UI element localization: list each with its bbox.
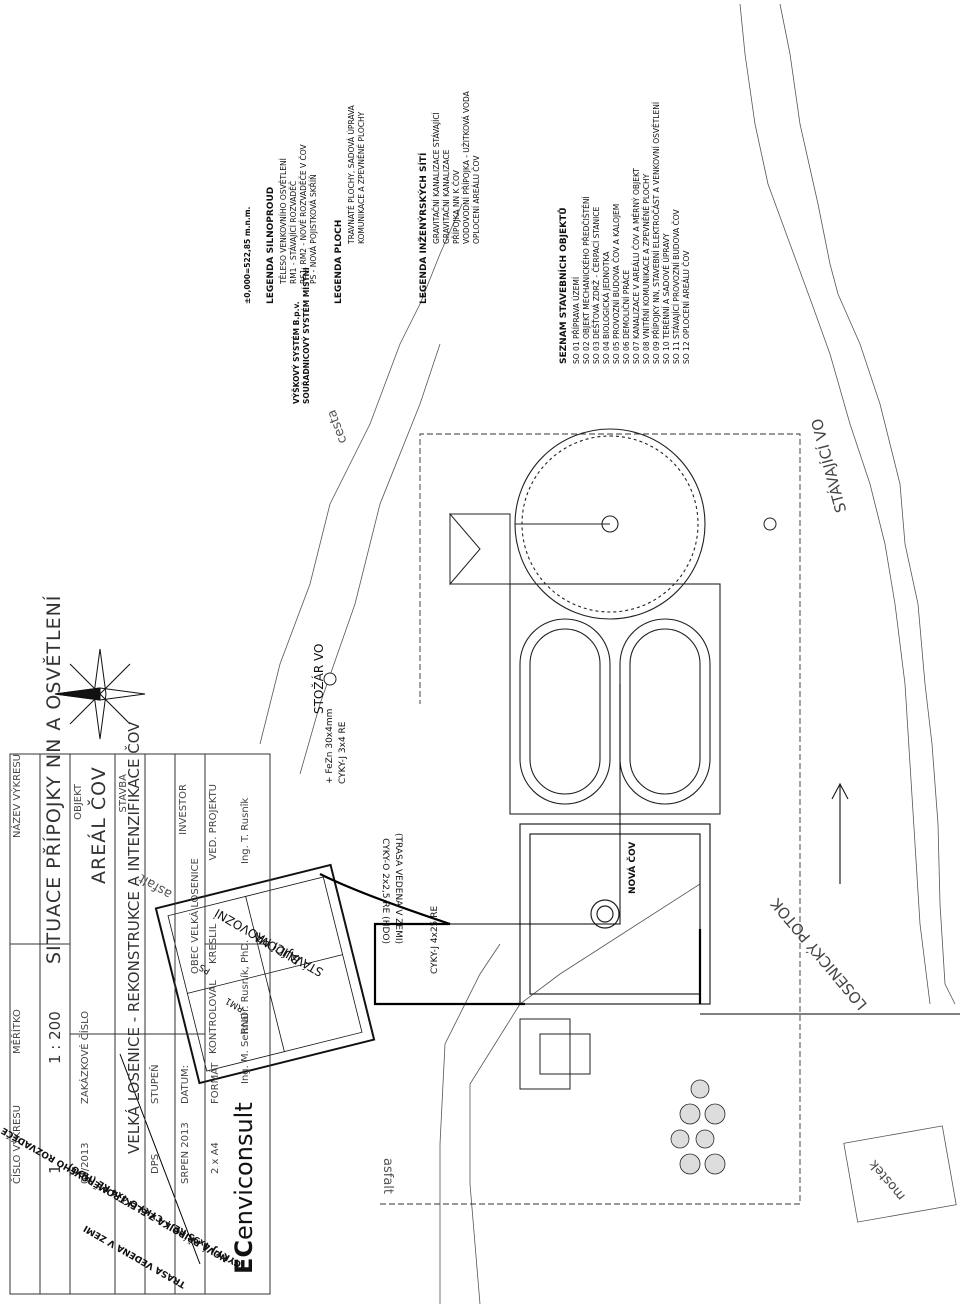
areas-heading: LEGENDA PLOCH <box>334 219 344 304</box>
investor-label: INVESTOR <box>178 784 189 835</box>
stozar-vo-label: STOŽÁR VO <box>312 643 326 714</box>
object-item: SO 08 VNITŘNÍ KOMUNIKACE A ZPEVNĚNÉ PLOC… <box>642 173 651 364</box>
area-item: TRAVNATÉ PLOCHY, SADOVÁ ÚPRAVA <box>347 105 356 244</box>
network-item: GRAVITAČNÍ KANALIZACE <box>442 149 451 244</box>
object-item: SO 06 DEMOLIČNÍ PRÁCE <box>622 269 631 364</box>
cable-label-2: (TRASA VEDENA V ZEMI) <box>393 833 403 944</box>
areas-legend: LEGENDA PLOCH TRAVNATÉ PLOCHY, SADOVÁ ÚP… <box>330 4 367 304</box>
stupen-value: DPS <box>150 1153 161 1174</box>
kreslil-label: KRESLIL <box>208 923 219 964</box>
datum-value: SRPEN 2013 <box>180 1122 191 1184</box>
datum-note: ±0,000=522,85 m.n.m. <box>243 206 252 304</box>
cable-vo-1: CYKY-J 3x4 RE <box>338 721 348 784</box>
objects-heading: SEZNAM STAVEBNÍCH OBJEKTŮ <box>559 207 569 364</box>
object-item: SO 12 OPLOCENÍ AREÁLU ČOV <box>682 250 691 364</box>
title-block-grid <box>9 753 271 1295</box>
object-item: SO 11 STÁVAJÍCÍ PROVOZNÍ BUDOVA ČOV <box>672 209 681 364</box>
vedouci-value: Ing. T. Rusnîk <box>240 797 251 864</box>
format-label: FORMÁT <box>210 1062 221 1104</box>
network-item: GRAVITAČNÍ KANALIZACE STÁVAJÍCÍ <box>432 112 441 244</box>
nazev-label: NÁZEV VÝKRESU <box>12 754 23 838</box>
object-item: SO 05 PROVOZNÍ BUDOVA ČOV A KALOJEM <box>612 203 621 364</box>
object-item: SO 02 OBJEKT MECHANICKÉHO PŘEDČIŠTĚNÍ <box>582 196 591 364</box>
networks-legend: LEGENDA INŽENÝRSKÝCH SÍTÍ GRAVITAČNÍ KAN… <box>415 4 482 304</box>
drawing-title: SITUACE PŘÍPOJKY NN A OSVĚTLENÍ <box>43 594 65 964</box>
object-item: SO 04 BIOLOGICKÁ JEDNOTKA <box>602 251 611 364</box>
object-item: SO 10 TERÉNNÍ A SADOVÉ ÚPRAVY <box>662 233 671 364</box>
meritko-value: 1 : 200 <box>46 1011 64 1064</box>
power-item: RS1, RM2 - NOVÉ ROZVADĚČE V ČOV <box>299 144 308 284</box>
cable-label-1: CYKY-O 2x2,5 RE (HDO) <box>380 838 390 944</box>
object-item: SO 01 PŘÍPRAVA ÚZEMÍ <box>572 276 581 364</box>
format-value: 2 x A4 <box>210 1142 221 1174</box>
object-item: SO 09 PŘÍPOJKY NN, STAVEBNÍ ELEKTROČÁST … <box>652 101 661 364</box>
zakazka-label: ZAKÁZKOVÉ ČÍSLO <box>80 1010 91 1104</box>
object-item: SO 07 KANALIZACE V AREÁLU ČOV A MĚRNÝ OB… <box>632 168 641 364</box>
elevation-note: VÝŠKOVÝ SYSTÉM B.p.v. SOUŘADNICOVÝ SYSTÉ… <box>292 267 312 404</box>
coord-system: SOUŘADNICOVÝ SYSTÉM MÍSTNÍ <box>302 267 311 404</box>
nova-cov-label: NOVÁ ČOV <box>628 841 638 894</box>
power-heading: LEGENDA SILNOPROUD <box>266 186 276 304</box>
cable-label-3: CYKY-J 4x25 RE <box>430 905 440 974</box>
company-logo: ECenviconsult <box>230 1102 258 1274</box>
network-item: OPLOCENÍ AREÁLU ČOV <box>472 155 481 244</box>
asfalt-label-2: asfalt <box>380 1158 395 1194</box>
objects-legend: SEZNAM STAVEBNÍCH OBJEKTŮ SO 01 PŘÍPRAVA… <box>555 14 692 364</box>
vedouci-label: VED. PROJEKTU <box>208 784 219 861</box>
network-item: VODOVODNÍ PŘÍPOJKA - UŽITKOVÁ VODA <box>462 91 471 244</box>
power-item: TĚLESO VENKOVNÍHO OSVĚTLENÍ <box>279 158 288 284</box>
power-item: RM1 - STÁVAJÍCÍ ROZVADĚČ <box>289 180 298 284</box>
power-legend: LEGENDA SILNOPROUD TĚLESO VENKOVNÍHO OSV… <box>262 4 319 304</box>
meritko-label: MĚŘÍTKO <box>12 1009 23 1054</box>
objekt-value: AREÁL ČOV <box>88 766 110 884</box>
network-item: PŘÍPOJKA NN K ČOV <box>452 170 461 244</box>
power-item: PS - NOVÁ POJISTKOVÁ SKŘÍŇ <box>309 174 318 284</box>
title-block: NÁZEV VÝKRESU SITUACE PŘÍPOJKY NN A OSVĚ… <box>0 595 290 1304</box>
company-name: enviconsult <box>230 1102 258 1240</box>
datum-label: DATUM: <box>180 1064 191 1104</box>
object-item: SO 03 DEŠŤOVÁ ZDRŽ - ČERPACÍ STANICE <box>592 206 601 364</box>
investor-value: OBEC VELKÁ LOSENICE <box>190 858 201 974</box>
networks-heading: LEGENDA INŽENÝRSKÝCH SÍTÍ <box>419 152 429 304</box>
kontroloval-value: Ing. M. Sehnal <box>240 1012 251 1084</box>
elevation-system: VÝŠKOVÝ SYSTÉM B.p.v. <box>292 301 301 404</box>
cable-vo-2: + FeZn 30x4mm <box>325 708 335 784</box>
stupen-label: STUPEŇ <box>150 1064 161 1104</box>
area-item: KOMUNIKACE A ZPEVNĚNÉ PLOCHY <box>357 111 366 244</box>
objekt-label: OBJEKT <box>73 784 84 820</box>
kontroloval-label: KONTROLOVAL <box>208 980 219 1054</box>
stavba-value: VELKÁ LOSENICE - REKONSTRUKCE A INTENZIF… <box>125 721 143 1155</box>
